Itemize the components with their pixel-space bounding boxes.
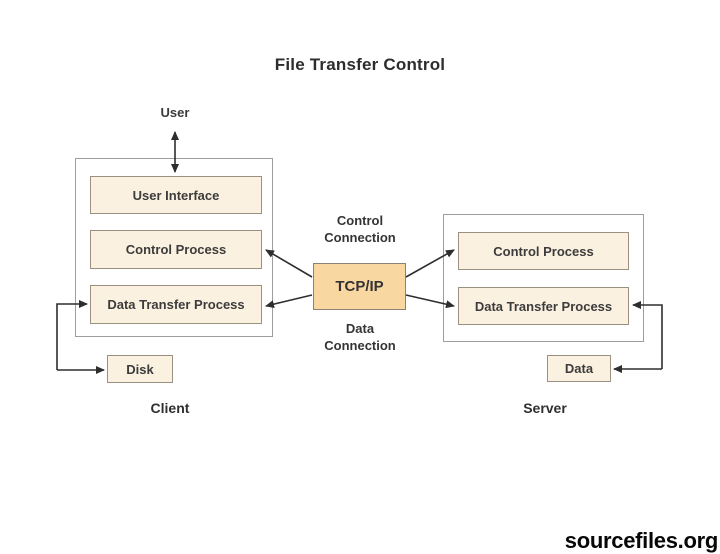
server-data-transfer-process-box: Data Transfer Process — [458, 287, 629, 325]
client-control-process-box: Control Process — [90, 230, 262, 269]
tcp-ip-box: TCP/IP — [313, 263, 406, 310]
data-connection-label: Data Connection — [324, 321, 396, 353]
watermark-text: sourcefiles.org — [564, 528, 719, 553]
diagram-title: File Transfer Control — [274, 55, 446, 74]
user-label: User — [160, 105, 190, 120]
user-interface-box: User Interface — [90, 176, 262, 214]
disk-box: Disk — [107, 355, 173, 383]
client-label: Client — [150, 400, 190, 416]
data-box: Data — [547, 355, 611, 382]
control-connection-label: Control Connection — [324, 213, 396, 245]
client-data-transfer-process-box: Data Transfer Process — [90, 285, 262, 324]
server-label: Server — [523, 400, 567, 416]
server-control-process-box: Control Process — [458, 232, 629, 270]
